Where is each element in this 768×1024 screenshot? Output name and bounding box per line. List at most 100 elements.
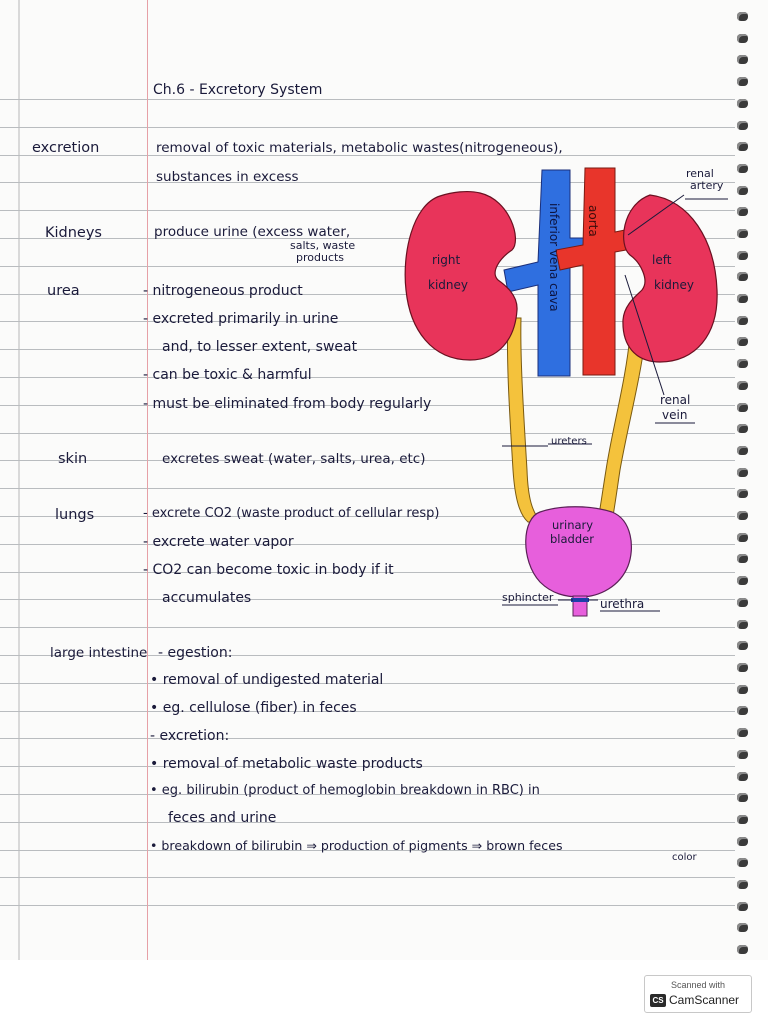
term-lungs: lungs bbox=[55, 507, 95, 523]
binding-ring bbox=[737, 121, 748, 130]
urea-item: - nitrogeneous product bbox=[143, 283, 303, 299]
large-intestine-item: • breakdown of bilirubin ⇒ production of… bbox=[150, 838, 563, 853]
ruled-line bbox=[0, 599, 735, 600]
sphincter-band bbox=[571, 598, 589, 602]
ruled-line bbox=[0, 238, 735, 239]
urea-item: - must be eliminated from body regularly bbox=[143, 396, 432, 412]
ruled-line bbox=[0, 516, 735, 517]
binding-ring bbox=[737, 663, 748, 672]
binding-ring bbox=[737, 923, 748, 932]
binding-ring bbox=[737, 858, 748, 867]
lungs-item: accumulates bbox=[162, 590, 252, 606]
binding-ring bbox=[737, 251, 748, 260]
binding-ring bbox=[737, 468, 748, 477]
ruled-line bbox=[0, 655, 735, 656]
label-aorta: aorta bbox=[586, 205, 600, 237]
notebook-page: Ch.6 - Excretory System excretion remova… bbox=[0, 0, 748, 960]
binding-ring bbox=[737, 207, 748, 216]
label-sphincter: sphincter bbox=[502, 591, 554, 604]
binding-ring bbox=[737, 55, 748, 64]
binding-ring bbox=[737, 793, 748, 802]
binding-ring bbox=[737, 902, 748, 911]
watermark-caption: Scanned with bbox=[670, 980, 726, 990]
ruled-line bbox=[0, 349, 735, 350]
label-renal-vein-1: renal bbox=[660, 393, 691, 407]
binding-ring bbox=[737, 403, 748, 412]
ruled-line bbox=[0, 794, 735, 795]
ruled-line bbox=[0, 99, 735, 100]
binding-ring bbox=[737, 446, 748, 455]
urea-item: - can be toxic & harmful bbox=[143, 367, 312, 383]
binding-ring bbox=[737, 164, 748, 173]
binding-ring bbox=[737, 316, 748, 325]
inferior-vena-cava bbox=[503, 169, 605, 377]
camscanner-watermark: Scanned with CS CamScanner bbox=[644, 975, 752, 1013]
ruled-line bbox=[0, 544, 735, 545]
binding-ring bbox=[737, 186, 748, 195]
urea-item: - excreted primarily in urine bbox=[143, 311, 339, 327]
binding-ring bbox=[737, 728, 748, 737]
ruled-line bbox=[0, 766, 735, 767]
ruled-line bbox=[0, 377, 735, 378]
binding-ring bbox=[737, 294, 748, 303]
large-intestine-item: • eg. cellulose (fiber) in feces bbox=[150, 700, 357, 716]
label-left-kidney-1: left bbox=[652, 253, 672, 267]
ruled-line bbox=[0, 210, 735, 211]
binding-ring bbox=[737, 511, 748, 520]
lungs-item: - excrete CO2 (waste product of cellular… bbox=[143, 506, 440, 521]
excretory-system-diagram bbox=[404, 167, 728, 617]
ruled-line bbox=[0, 127, 735, 128]
large-intestine-item: • removal of metabolic waste products bbox=[150, 756, 423, 772]
label-ureters: ureters bbox=[551, 436, 587, 447]
label-inferior-vena-cava: inferior vena cava bbox=[547, 203, 561, 312]
page-edge bbox=[18, 0, 20, 960]
binding-ring bbox=[737, 381, 748, 390]
ruled-line bbox=[0, 683, 735, 684]
excretion-definition-line1: removal of toxic materials, metabolic wa… bbox=[156, 140, 563, 156]
ruled-line bbox=[0, 488, 735, 489]
left-kidney bbox=[622, 194, 718, 363]
binding-ring bbox=[737, 641, 748, 650]
ruled-line bbox=[0, 738, 735, 739]
binding-ring bbox=[737, 142, 748, 151]
binding-ring bbox=[737, 359, 748, 368]
binding-ring bbox=[737, 945, 748, 954]
kidneys-definition-line3: products bbox=[296, 251, 345, 264]
ruled-line bbox=[0, 877, 735, 878]
large-intestine-item: feces and urine bbox=[168, 810, 277, 826]
binding-ring bbox=[737, 12, 748, 21]
binding-ring bbox=[737, 229, 748, 238]
ruled-line bbox=[0, 182, 735, 183]
term-skin: skin bbox=[58, 451, 88, 467]
ruled-line bbox=[0, 572, 735, 573]
binding-ring bbox=[737, 576, 748, 585]
large-intestine-item: • removal of undigested material bbox=[150, 672, 384, 688]
large-intestine-item: - egestion: bbox=[158, 645, 233, 661]
binding-ring bbox=[737, 685, 748, 694]
binding-ring bbox=[737, 815, 748, 824]
ruled-line bbox=[0, 850, 735, 851]
binding-ring bbox=[737, 880, 748, 889]
binding-ring bbox=[737, 99, 748, 108]
right-kidney bbox=[404, 190, 518, 361]
term-large-intestine: large intestine bbox=[50, 645, 148, 661]
label-renal-artery-1: renal bbox=[686, 167, 714, 180]
label-right-kidney-2: kidney bbox=[428, 278, 468, 292]
binding-ring bbox=[737, 706, 748, 715]
binding-ring bbox=[737, 489, 748, 498]
ruled-line bbox=[0, 905, 735, 906]
urea-item: and, to lesser extent, sweat bbox=[162, 339, 358, 355]
skin-definition: excretes sweat (water, salts, urea, etc) bbox=[162, 451, 426, 467]
term-excretion: excretion bbox=[32, 140, 100, 156]
label-urinary-bladder-1: urinary bbox=[552, 518, 594, 532]
label-renal-vein-2: vein bbox=[662, 408, 688, 422]
binding-ring bbox=[737, 337, 748, 346]
binding-ring bbox=[737, 598, 748, 607]
watermark-brand: CamScanner bbox=[669, 993, 740, 1007]
urinary-bladder bbox=[525, 506, 633, 598]
binding-ring bbox=[737, 554, 748, 563]
page-title: Ch.6 - Excretory System bbox=[153, 82, 323, 98]
excretion-definition-line2: substances in excess bbox=[156, 169, 299, 185]
lungs-item: - excrete water vapor bbox=[143, 534, 294, 550]
margin-line bbox=[147, 0, 148, 960]
